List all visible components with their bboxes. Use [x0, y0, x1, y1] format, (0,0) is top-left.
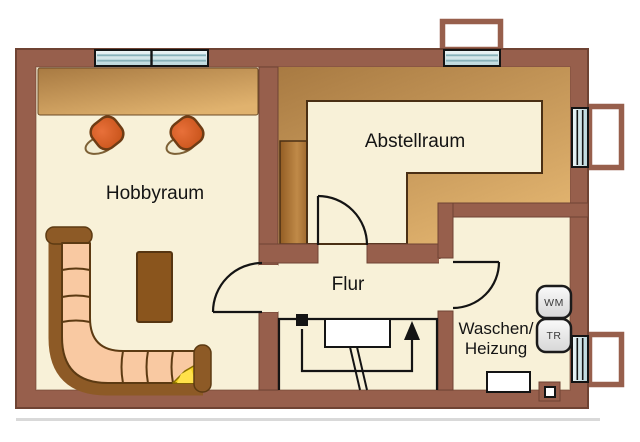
- stair-landing: [324, 318, 391, 348]
- wall-hobbyraum-stairs: [258, 311, 279, 391]
- room-label-flur: Flur: [331, 274, 365, 295]
- chair-seat: [89, 115, 125, 151]
- washing-machine-label: WM: [544, 296, 564, 309]
- light-shaft-right-upper: [586, 103, 625, 171]
- window-top-left: [94, 49, 209, 67]
- wall-flur-abstellraum-right: [366, 243, 441, 264]
- wall-hobbyraum-abstellraum: [258, 66, 279, 266]
- window-right-upper: [571, 107, 589, 168]
- stairs-up-arrow-icon: [404, 321, 420, 340]
- door-abstellraum: [316, 194, 369, 246]
- dryer: [535, 317, 573, 354]
- sofa-arm-top: [45, 226, 93, 245]
- sofa-arm-right: [193, 344, 212, 393]
- chimney-icon: [538, 381, 561, 402]
- coffee-table: [136, 251, 173, 323]
- staircase: [277, 314, 439, 391]
- window-right-lower: [571, 335, 589, 383]
- interior-walls: [258, 66, 589, 391]
- wall-abstellraum-waschen: [437, 202, 589, 218]
- chair-seat: [169, 115, 205, 151]
- stair-walkline: [300, 329, 414, 373]
- doorway-waschen: [439, 259, 453, 310]
- window-top-center: [443, 49, 501, 67]
- room-label-waschen-line1: Waschen/: [458, 319, 534, 338]
- room-label-hobbyraum: Hobbyraum: [105, 183, 205, 204]
- doorway-abstellraum: [319, 245, 366, 263]
- room-label-waschen-line2: Heizung: [464, 339, 528, 358]
- room-label-abstellraum: Abstellraum: [364, 131, 466, 152]
- hobbyraum-sideboard: [37, 67, 259, 116]
- door-hobbyraum: [211, 261, 263, 314]
- dryer-label: TR: [546, 330, 562, 342]
- doorway-hobbyraum: [259, 265, 278, 312]
- chair-1: [84, 115, 125, 155]
- stairs-start-marker-icon: [296, 314, 308, 326]
- wall-flur-abstellraum-left: [258, 243, 319, 264]
- door-waschen: [452, 260, 501, 310]
- wall-waschen-left-lower: [437, 310, 454, 391]
- sofa: [45, 226, 212, 396]
- plan-shadow: [16, 418, 600, 421]
- wall-waschen-left-upper: [437, 202, 454, 259]
- boiler: [486, 371, 531, 393]
- room-label-waschen-heizung: Waschen/ Heizung: [459, 319, 534, 359]
- chair-2: [165, 115, 205, 155]
- light-shaft-right-lower: [586, 331, 625, 388]
- light-shaft-top: [439, 18, 504, 53]
